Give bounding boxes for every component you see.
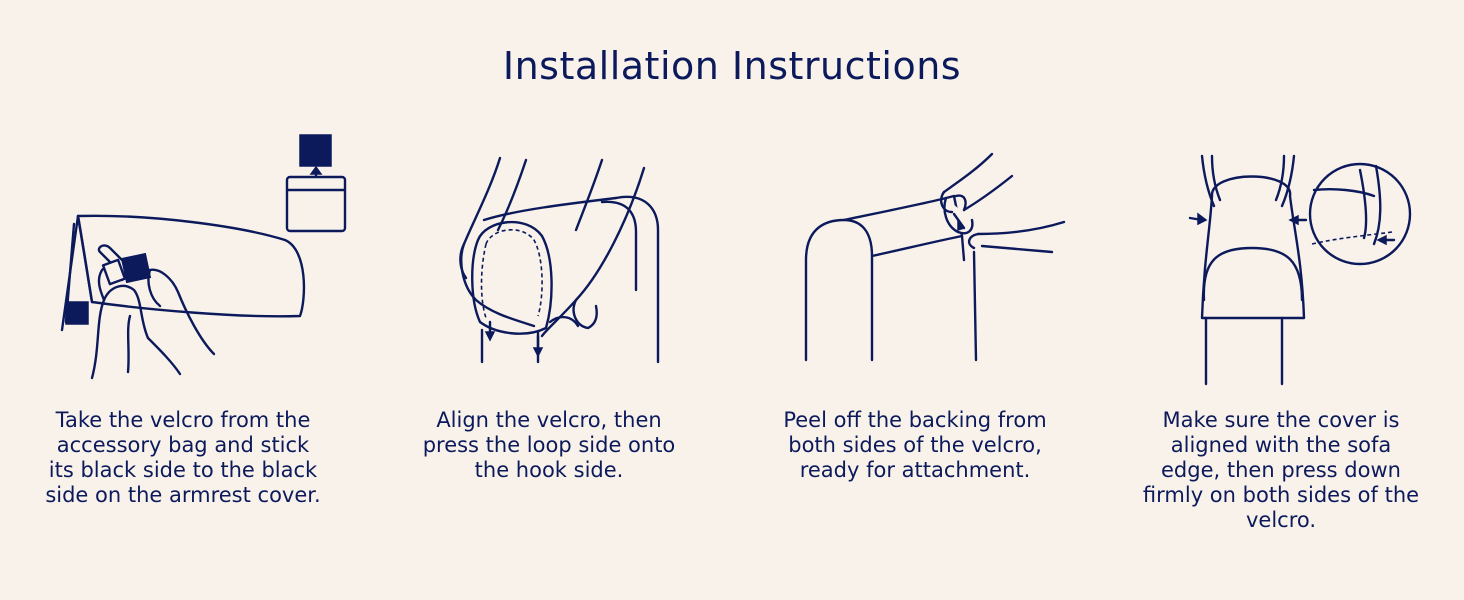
page-title: Installation Instructions (502, 44, 962, 88)
step-3: Peel off the backing from both sides of … (732, 0, 1098, 600)
step-1-caption: Take the velcro from the accessory bag a… (45, 408, 321, 507)
press-velcro-icon (1098, 0, 1464, 400)
step-2: Align the velcro, then press the loop si… (366, 0, 732, 600)
align-velcro-icon (366, 0, 732, 400)
step-2-caption: Align the velcro, then press the loop si… (422, 408, 676, 482)
velcro-bag-icon (0, 0, 366, 400)
step-4: Make sure the cover is aligned with the … (1098, 0, 1464, 600)
step-1: Take the velcro from the accessory bag a… (0, 0, 366, 600)
step-3-caption: Peel off the backing from both sides of … (783, 408, 1047, 482)
peel-backing-icon (732, 0, 1098, 400)
step-4-caption: Make sure the cover is aligned with the … (1142, 408, 1420, 532)
